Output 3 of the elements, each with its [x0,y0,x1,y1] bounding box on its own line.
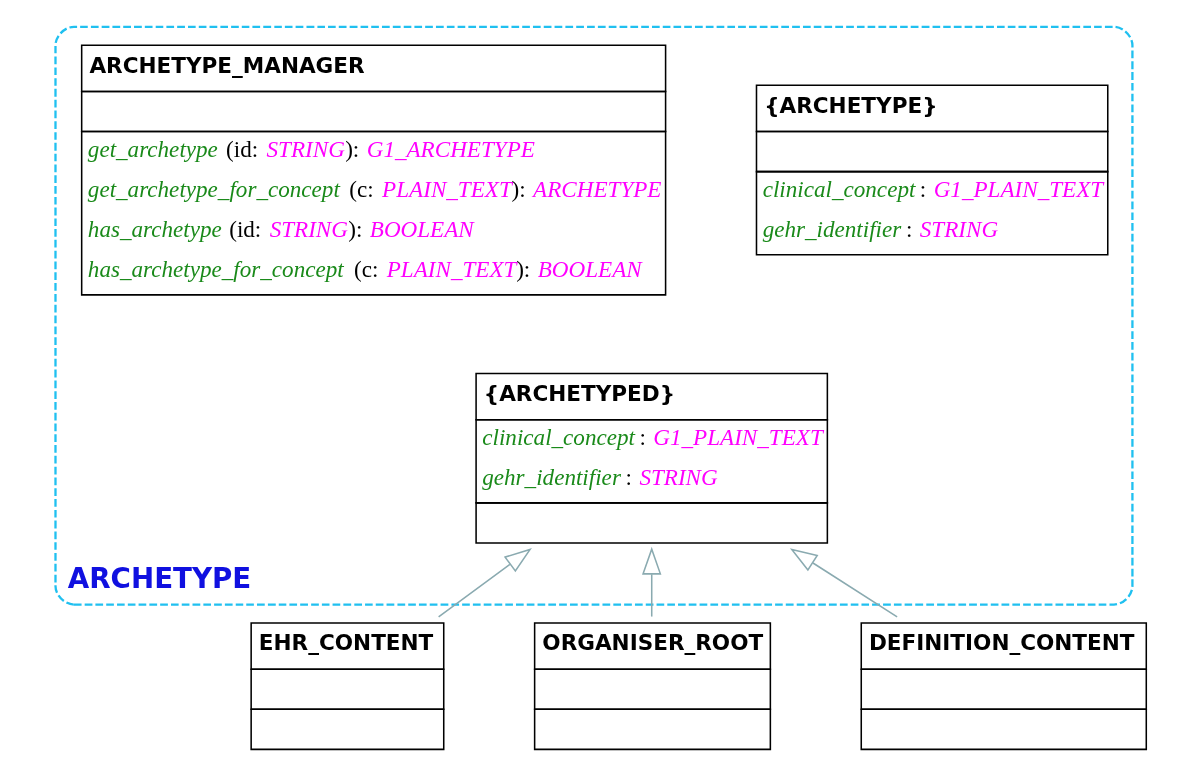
arrow [642,546,662,618]
arrow [437,548,532,618]
arrow [789,548,898,618]
